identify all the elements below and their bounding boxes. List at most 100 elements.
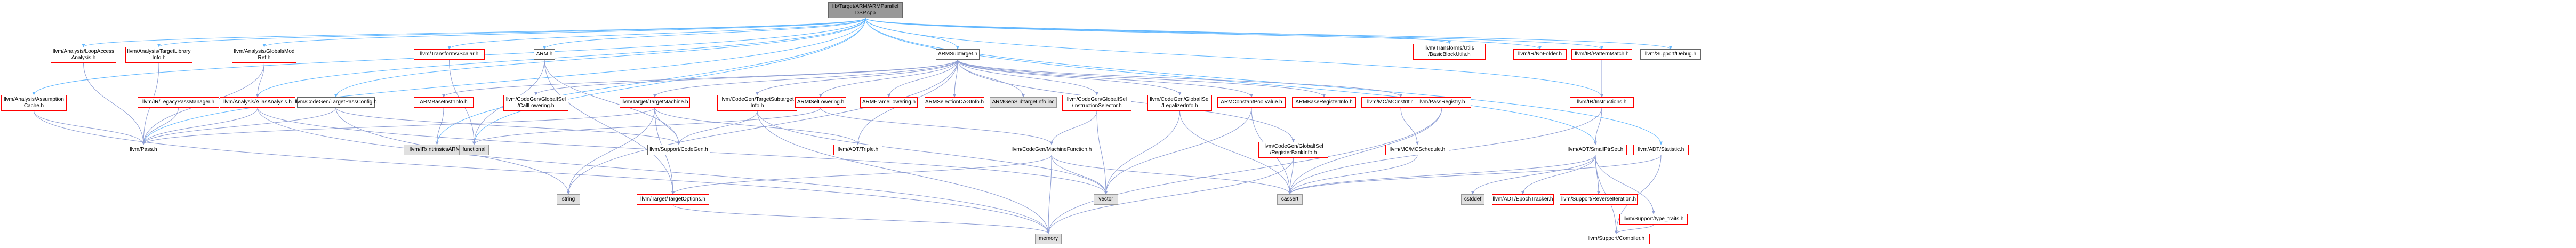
edge-cg_gisel_instrsel-to-cg_machinefunction — [1050, 110, 1097, 145]
node-cg_gisel_instrsel[interactable]: llvm/CodeGen/GlobalISel /InstructionSele… — [1062, 95, 1131, 111]
node-la_alias[interactable]: llvm/Analysis/AliasAnalysis.h — [220, 97, 295, 108]
edge-arm_subtarget-to-mc_instrinfo — [957, 59, 1402, 98]
node-root[interactable]: lib/Target/ARM/ARMParallel DSP.cpp — [828, 2, 903, 18]
edge-cg_targetsubtarget-to-support_codegen — [677, 110, 758, 145]
edge-adt_smallptrset-to-adt_epochtracker — [1521, 155, 1596, 195]
node-arm_gensubtargetinfo[interactable]: ARMGenSubtargetInfo.inc — [990, 97, 1057, 108]
node-adt_statistic[interactable]: llvm/ADT/Statistic.h — [1633, 145, 1689, 155]
node-label: ARMSubtarget.h — [938, 51, 977, 57]
node-label: ARMConstantPoolValue.h — [1221, 99, 1282, 105]
node-label: ARMFrameLowering.h — [862, 99, 916, 105]
node-label: llvm/Analysis/AliasAnalysis.h — [223, 99, 292, 105]
node-target_machine[interactable]: llvm/Target/TargetMachine.h — [620, 97, 690, 108]
node-label: lib/Target/ARM/ARMParallel DSP.cpp — [832, 4, 898, 16]
node-cg_targetpass[interactable]: llvm/CodeGen/TargetPassConfig.h — [295, 97, 377, 108]
edge-root-to-pass_h — [142, 18, 866, 145]
node-arm_h[interactable]: ARM.h — [534, 49, 555, 60]
node-arm_subtarget[interactable]: ARMSubtarget.h — [936, 49, 980, 60]
node-label: llvm/Transforms/Scalar.h — [420, 51, 479, 57]
edge-cg_gisel_instrsel-to-vector — [1096, 110, 1108, 195]
node-label: ARMBaseInstrInfo.h — [420, 99, 468, 105]
node-ir_legacypm[interactable]: llvm/IR/LegacyPassManager.h — [138, 97, 219, 108]
node-pass_h[interactable]: llvm/Pass.h — [124, 145, 163, 155]
node-label: llvm/ADT/EpochTracker.h — [1492, 196, 1553, 202]
node-support_codegen[interactable]: llvm/Support/CodeGen.h — [647, 145, 710, 155]
edge-adt_smallptrset-to-cassert — [1288, 155, 1596, 195]
node-cassert[interactable]: cassert — [1277, 194, 1303, 205]
node-arm_isellowering[interactable]: ARMISelLowering.h — [795, 97, 846, 108]
node-la_loopaccess[interactable]: llvm/Analysis/LoopAccess Analysis.h — [51, 47, 116, 63]
node-arm_framelowering[interactable]: ARMFrameLowering.h — [860, 97, 918, 108]
edge-adt_smallptrset-to-support_typetraits — [1595, 155, 1655, 214]
node-support_debug[interactable]: llvm/Support/Debug.h — [1640, 49, 1701, 60]
node-ir_instructions[interactable]: llvm/IR/Instructions.h — [1570, 97, 1634, 108]
node-support_reverseiteration[interactable]: llvm/Support/ReverseIteration.h — [1560, 194, 1638, 205]
node-la_targetlib[interactable]: llvm/Analysis/TargetLibrary Info.h — [125, 47, 192, 63]
edge-root-to-la_targetlib — [157, 18, 866, 47]
node-memory[interactable]: memory — [1035, 234, 1062, 244]
edge-target_machine-to-adt_triple — [654, 107, 860, 145]
edge-adt_smallptrset-to-cstddef — [1471, 155, 1596, 195]
node-label: ARMSelectionDAGInfo.h — [925, 99, 984, 105]
node-arm_baseinstr[interactable]: ARMBaseInstrInfo.h — [414, 97, 474, 108]
edge-mc_instrinfo-to-mc_schedule — [1400, 107, 1419, 145]
node-adt_smallptrset[interactable]: llvm/ADT/SmallPtrSet.h — [1564, 145, 1627, 155]
node-label: vector — [1098, 196, 1113, 202]
node-target_options[interactable]: llvm/Target/TargetOptions.h — [637, 194, 709, 205]
edge-la_globalsmod-to-la_alias — [256, 62, 264, 98]
edge-root-to-tr_utils_bbutils — [865, 18, 1451, 44]
node-pass_registry[interactable]: llvm/PassRegistry.h — [1413, 97, 1471, 108]
node-mc_schedule[interactable]: llvm/MC/MCSchedule.h — [1385, 145, 1449, 155]
node-arm_baseregisterinfo[interactable]: ARMBaseRegisterInfo.h — [1292, 97, 1356, 108]
node-cg_gisel_legalizer[interactable]: llvm/CodeGen/GlobalISel /LegalizerInfo.h — [1147, 95, 1212, 111]
edge-la_assumption-to-memory — [34, 110, 1050, 234]
edge-cg_targetpass-to-pass_h — [142, 107, 336, 145]
node-label: llvm/CodeGen/MachineFunction.h — [1011, 147, 1092, 153]
edge-target_machine-to-pass_h — [142, 107, 655, 145]
node-label: cassert — [1281, 196, 1299, 202]
node-label: llvm/Support/Debug.h — [1644, 51, 1697, 57]
node-adt_triple[interactable]: llvm/ADT/Triple.h — [833, 145, 882, 155]
edge-root-to-ir_intrinsicsarm — [435, 18, 866, 145]
node-support_typetraits[interactable]: llvm/Support/type_traits.h — [1619, 214, 1688, 225]
node-label: ARMBaseRegisterInfo.h — [1295, 99, 1353, 105]
node-arm_constantpool[interactable]: ARMConstantPoolValue.h — [1217, 97, 1286, 108]
node-ir_intrinsicsarm[interactable]: llvm/IR/IntrinsicsARM.h — [404, 145, 470, 155]
edge-arm_subtarget-to-arm_baseregisterinfo — [957, 59, 1326, 98]
edge-arm_isellowering-to-cg_machinefunction — [820, 107, 1053, 145]
node-cg_machinefunction[interactable]: llvm/CodeGen/MachineFunction.h — [1005, 145, 1098, 155]
node-ir_patternmatch[interactable]: llvm/IR/PatternMatch.h — [1571, 49, 1632, 60]
node-label: llvm/Transforms/Utils /BasicBlockUtils.h — [1424, 45, 1474, 58]
edge-root-to-ir_patternmatch — [865, 18, 1603, 50]
node-functional[interactable]: functional — [459, 145, 489, 155]
node-tr_scalar[interactable]: llvm/Transforms/Scalar.h — [414, 49, 485, 60]
node-cg_gisel_regbank[interactable]: llvm/CodeGen/GlobalISel /RegisterBankInf… — [1258, 142, 1328, 158]
edge-cg_machinefunction-to-memory — [1047, 155, 1052, 234]
node-label: cstddef — [1464, 196, 1482, 202]
edge-arm_subtarget-to-target_machine — [653, 59, 958, 98]
node-label: llvm/Analysis/Assumption Cache.h — [4, 97, 64, 109]
edge-arm_subtarget-to-arm_isellowering — [819, 59, 958, 98]
node-cg_targetsubtarget[interactable]: llvm/CodeGen/TargetSubtarget Info.h — [717, 95, 797, 111]
node-string[interactable]: string — [557, 194, 580, 205]
node-la_assumption[interactable]: llvm/Analysis/Assumption Cache.h — [1, 95, 67, 111]
edge-arm_subtarget-to-arm_framelowering — [887, 59, 958, 98]
node-tr_utils_bbutils[interactable]: llvm/Transforms/Utils /BasicBlockUtils.h — [1413, 44, 1486, 60]
edge-cg_gisel_regbank-to-cassert — [1288, 157, 1294, 195]
node-label: llvm/CodeGen/TargetPassConfig.h — [295, 99, 377, 105]
node-arm_selectiondag[interactable]: ARMSelectionDAGInfo.h — [925, 97, 984, 108]
node-la_globalsmod[interactable]: llvm/Analysis/GlobalsMod Ref.h — [232, 47, 296, 63]
node-vector[interactable]: vector — [1094, 194, 1118, 205]
node-label: functional — [462, 147, 486, 153]
edge-cg_targetsubtarget-to-vector — [757, 110, 1108, 195]
node-ir_nofolder[interactable]: llvm/IR/NoFolder.h — [1513, 49, 1567, 60]
edge-la_alias-to-pass_h — [142, 107, 258, 145]
node-adt_epochtracker[interactable]: llvm/ADT/EpochTracker.h — [1492, 194, 1554, 205]
node-support_compiler[interactable]: llvm/Support/Compiler.h — [1583, 234, 1650, 244]
node-label: ARMISelLowering.h — [797, 99, 845, 105]
node-cg_gisel_calllowering[interactable]: llvm/CodeGen/GlobalISel /CallLowering.h — [503, 95, 568, 111]
node-label: llvm/Analysis/LoopAccess Analysis.h — [52, 49, 115, 61]
node-cstddef[interactable]: cstddef — [1461, 194, 1484, 205]
